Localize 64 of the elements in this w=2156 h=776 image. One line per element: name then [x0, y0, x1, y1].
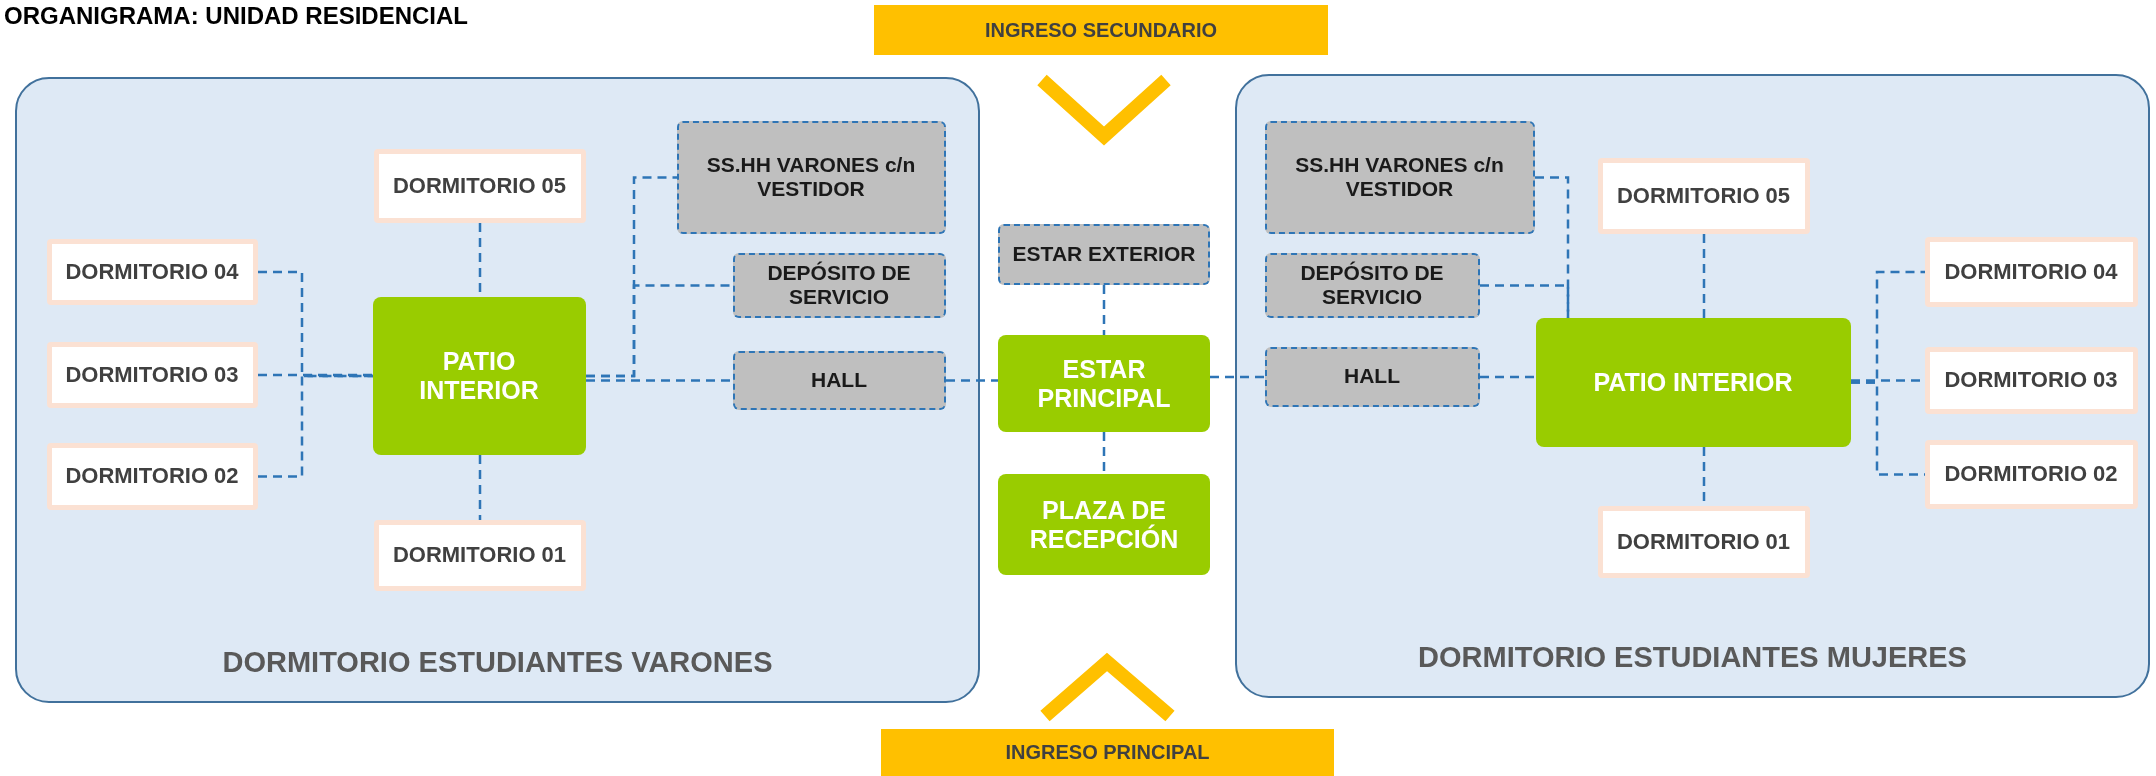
- connector-line: [258, 373, 373, 377]
- connector-line: [1102, 432, 1106, 474]
- zone-panel: [15, 77, 980, 703]
- room-box: [373, 148, 586, 223]
- room-box: [1924, 346, 2138, 414]
- room-label: DORMITORIO 02: [1944, 461, 2118, 487]
- diagram-title: ORGANIGRAMA: UNIDAD RESIDENCIAL: [4, 2, 468, 30]
- zone-label: DORMITORIO ESTUDIANTES VARONES: [221, 645, 774, 679]
- service-box: [1264, 346, 1480, 407]
- room-label: DORMITORIO 03: [1944, 367, 2118, 393]
- service-box: [1264, 120, 1535, 234]
- entrance-label: INGRESO PRINCIPAL: [1005, 741, 1210, 764]
- room-label: SS.HH VARONES c/n VESTIDOR: [1294, 152, 1505, 202]
- connector-line: [946, 379, 998, 382]
- room-label: DEPÓSITO DE SERVICIO: [1299, 260, 1445, 310]
- space-label: ESTAR PRINCIPAL: [1036, 354, 1172, 413]
- room-label: DORMITORIO 03: [65, 361, 239, 388]
- space-label: PATIO INTERIOR: [1593, 367, 1793, 397]
- room-box: [46, 238, 258, 305]
- space-box: [1535, 317, 1851, 447]
- connector-line: [1210, 375, 1265, 379]
- room-box: [1597, 505, 1810, 578]
- space-box: [998, 474, 1210, 575]
- room-label: DORMITORIO 01: [392, 542, 567, 568]
- connector-line: [478, 455, 482, 520]
- connector-line: [586, 284, 733, 378]
- space-box: [998, 335, 1210, 432]
- room-box: [46, 442, 258, 510]
- room-label: DORMITORIO 05: [392, 172, 567, 199]
- room-label: ESTAR EXTERIOR: [1012, 242, 1196, 267]
- connector-line: [586, 379, 733, 382]
- service-box: [1264, 252, 1480, 318]
- entrance-banner: [881, 729, 1334, 776]
- room-box: [1924, 439, 2138, 509]
- room-box: [1924, 236, 2138, 307]
- connector-line: [1480, 375, 1536, 379]
- room-label: HALL: [1344, 364, 1400, 389]
- connector-line: [258, 374, 373, 478]
- room-label: DORMITORIO 02: [65, 463, 239, 489]
- room-label: SS.HH VARONES c/n VESTIDOR: [705, 152, 917, 202]
- service-box: [998, 224, 1210, 285]
- connector-line: [1535, 176, 1570, 318]
- service-box: [732, 350, 946, 410]
- room-label: HALL: [811, 367, 867, 393]
- entrance-label: INGRESO SECUNDARIO: [984, 18, 1218, 42]
- room-label: DORMITORIO 05: [1616, 182, 1791, 209]
- connector-line: [1851, 381, 1925, 476]
- space-label: PLAZA DE RECEPCIÓN: [1028, 495, 1180, 554]
- service-box: [676, 120, 946, 234]
- room-box: [373, 519, 586, 591]
- zone-panel: [1235, 74, 2150, 698]
- connector-line: [1702, 234, 1706, 318]
- room-box: [1597, 157, 1810, 234]
- service-box: [732, 252, 946, 318]
- space-label: PATIO INTERIOR: [418, 346, 540, 405]
- room-label: DORMITORIO 04: [65, 258, 239, 285]
- zone-label: DORMITORIO ESTUDIANTES MUJERES: [1417, 640, 1968, 674]
- room-label: DEPÓSITO DE SERVICIO: [766, 260, 912, 310]
- room-label: DORMITORIO 04: [1944, 258, 2118, 285]
- room-label: DORMITORIO 01: [1616, 528, 1791, 555]
- entrance-banner: [874, 5, 1328, 55]
- room-box: [46, 341, 258, 408]
- space-box: [372, 296, 586, 455]
- connector-line: [1102, 285, 1106, 335]
